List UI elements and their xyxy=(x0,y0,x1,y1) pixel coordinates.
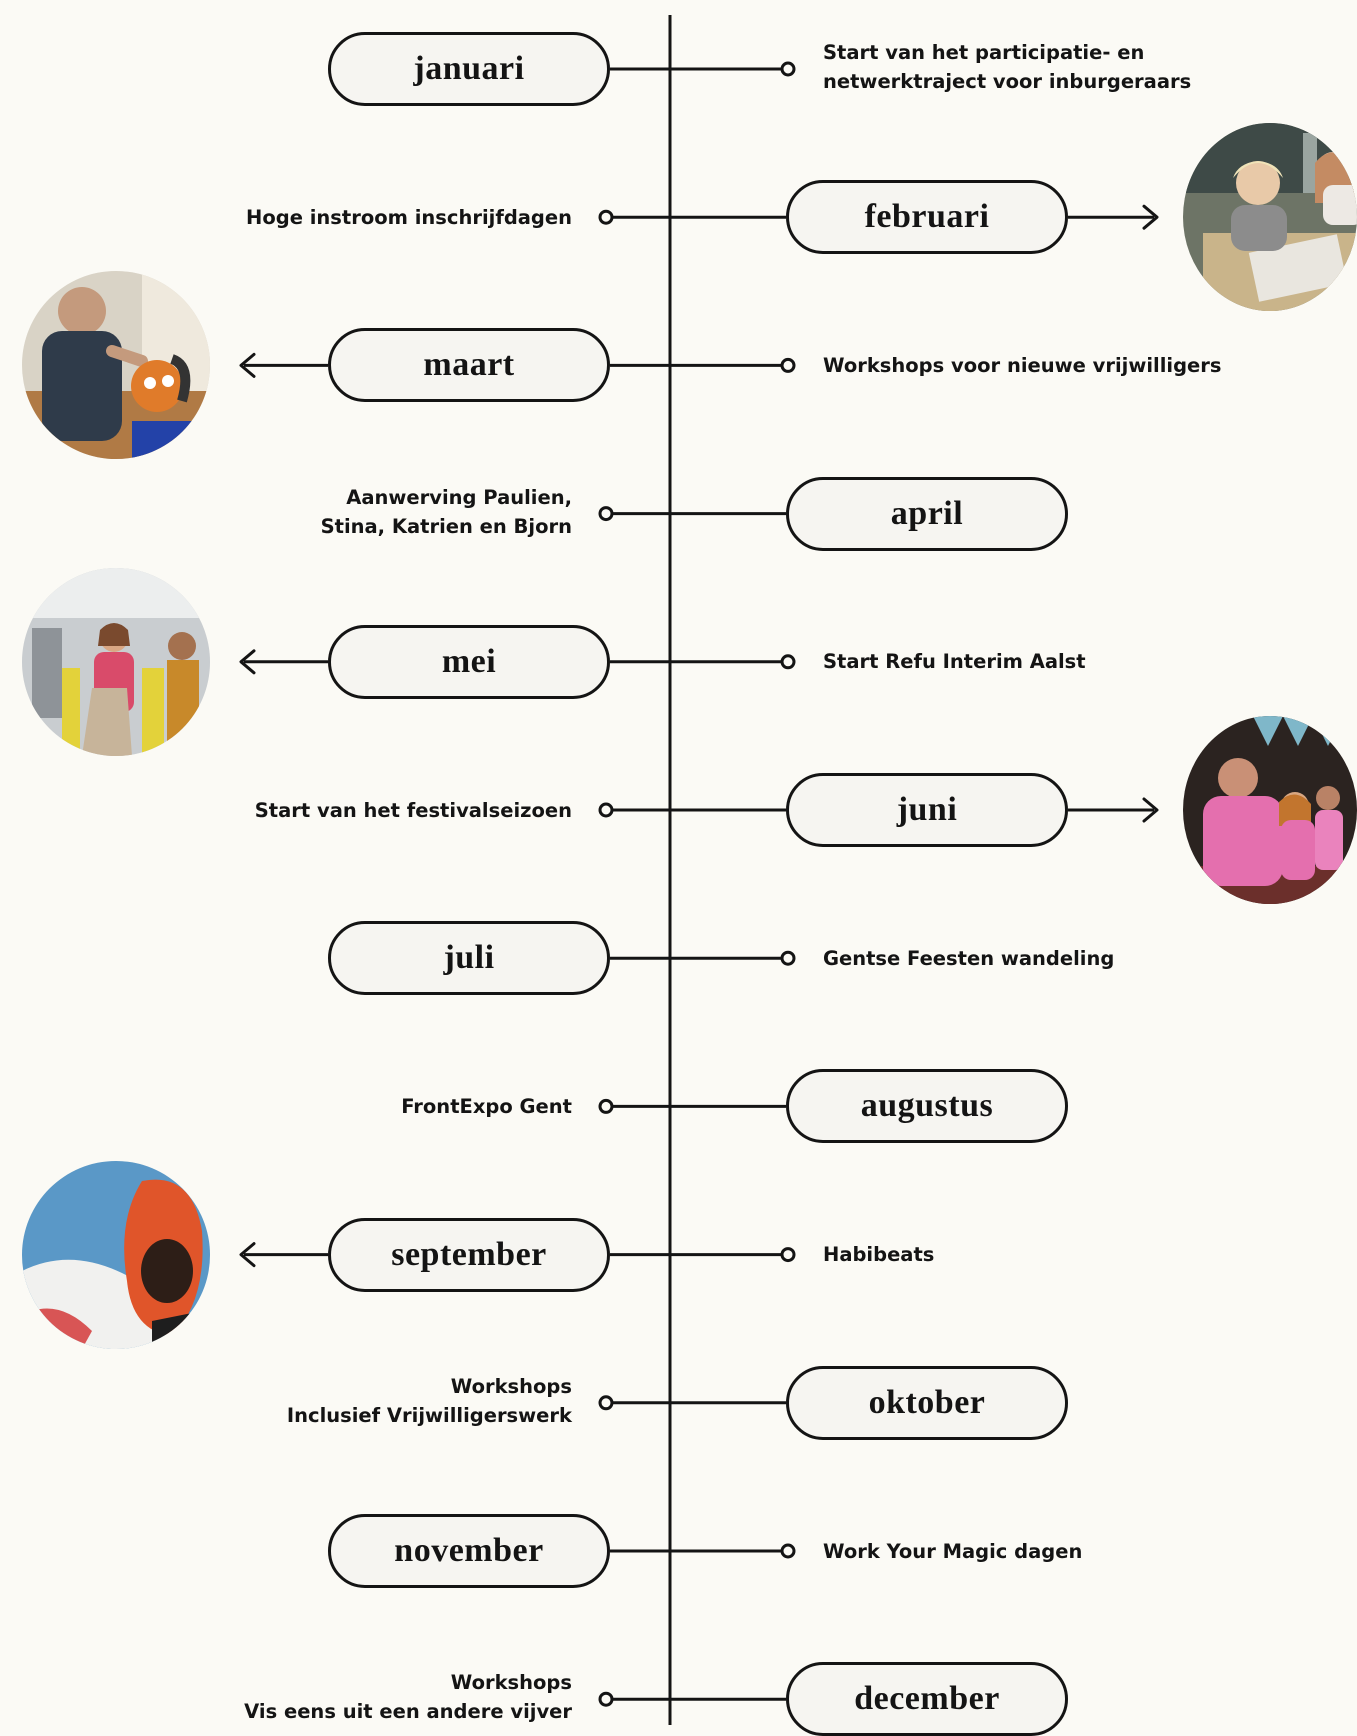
event-label-april: Aanwerving Paulien, Stina, Katrien en Bjo… xyxy=(321,483,572,541)
event-text-line: Workshops xyxy=(450,1671,572,1695)
month-pill-november[interactable]: november xyxy=(328,1514,610,1588)
event-text-line: Hoge instroom inschrijfdagen xyxy=(246,205,572,229)
arrow-left-icon xyxy=(239,649,256,675)
month-pill-juli[interactable]: juli xyxy=(328,921,610,996)
event-dot-icon xyxy=(780,1247,796,1263)
event-text-line: FrontExpo Gent xyxy=(401,1094,572,1118)
event-label-november: Work Your Magic dagen xyxy=(823,1537,1082,1566)
event-dot-icon xyxy=(598,802,614,818)
event-label-juni: Start van het festivalseizoen xyxy=(255,796,572,825)
event-text-line: Workshops xyxy=(450,1374,572,1398)
event-text-line: Start Refu Interim Aalst xyxy=(823,650,1086,674)
arrow-left-icon xyxy=(239,352,256,378)
event-text-line: Start van het participatie- en xyxy=(823,41,1145,64)
month-pill-augustus[interactable]: augustus xyxy=(786,1069,1068,1144)
event-dot-icon xyxy=(780,950,796,966)
month-pill-december[interactable]: december xyxy=(786,1662,1068,1736)
event-label-maart: Workshops voor nieuwe vrijwilligers xyxy=(823,351,1222,380)
event-label-juli: Gentse Feesten wandeling xyxy=(823,944,1114,973)
arrow-right-icon xyxy=(1142,797,1159,823)
month-pill-juni[interactable]: juni xyxy=(786,773,1068,847)
month-pill-september[interactable]: september xyxy=(328,1217,610,1292)
arrow-right-icon xyxy=(1142,204,1159,230)
event-text-line: Workshops voor nieuwe vrijwilligers xyxy=(823,353,1222,377)
event-text-line: Gentse Feesten wandeling xyxy=(823,946,1115,970)
photo-group-reading-icon xyxy=(1183,123,1357,312)
event-dot-icon xyxy=(780,1543,796,1559)
event-dot-icon xyxy=(598,1691,614,1707)
event-label-september: Habibeats xyxy=(823,1240,934,1269)
event-dot-icon xyxy=(780,654,796,670)
event-dot-icon xyxy=(598,1395,614,1411)
month-pill-januari[interactable]: januari xyxy=(328,32,610,106)
month-pill-oktober[interactable]: oktober xyxy=(786,1365,1068,1440)
event-label-mei: Start Refu Interim Aalst xyxy=(823,647,1086,676)
event-label-februari: Hoge instroom inschrijfdagen xyxy=(246,203,572,232)
event-dot-icon xyxy=(780,61,796,77)
event-text-line: Inclusief Vrijwilligerswerk xyxy=(286,1403,572,1427)
event-text-line: Stina, Katrien en Bjorn xyxy=(320,514,572,538)
event-dot-icon xyxy=(598,506,614,522)
event-text-line: Start van het festivalseizoen xyxy=(254,798,572,822)
photo-volunteers-yellow-icon xyxy=(22,567,210,756)
event-dot-icon xyxy=(780,357,796,373)
event-dot-icon xyxy=(598,209,614,225)
photo-pink-shirts-icon xyxy=(1183,716,1357,904)
event-label-januari: Start van het participatie- en netwerktra… xyxy=(823,38,1191,96)
month-pill-mei[interactable]: mei xyxy=(328,624,610,699)
event-label-augustus: FrontExpo Gent xyxy=(401,1092,572,1121)
event-text-line: netwerktraject voor inburgeraars xyxy=(823,70,1192,93)
month-pill-maart[interactable]: maart xyxy=(328,328,610,403)
event-text-line: Habibeats xyxy=(823,1243,935,1267)
event-text-line: Aanwerving Paulien, xyxy=(346,485,572,509)
month-pill-april[interactable]: april xyxy=(786,476,1068,551)
event-dot-icon xyxy=(598,1098,614,1114)
photo-orange-hood-icon xyxy=(22,1160,210,1349)
event-text-line: Work Your Magic dagen xyxy=(823,1539,1083,1563)
photo-face-painting-icon xyxy=(22,271,210,460)
month-pill-februari[interactable]: februari xyxy=(786,180,1068,255)
event-text-line: Vis eens uit een andere vijver xyxy=(244,1700,572,1724)
arrow-left-icon xyxy=(239,1242,256,1268)
